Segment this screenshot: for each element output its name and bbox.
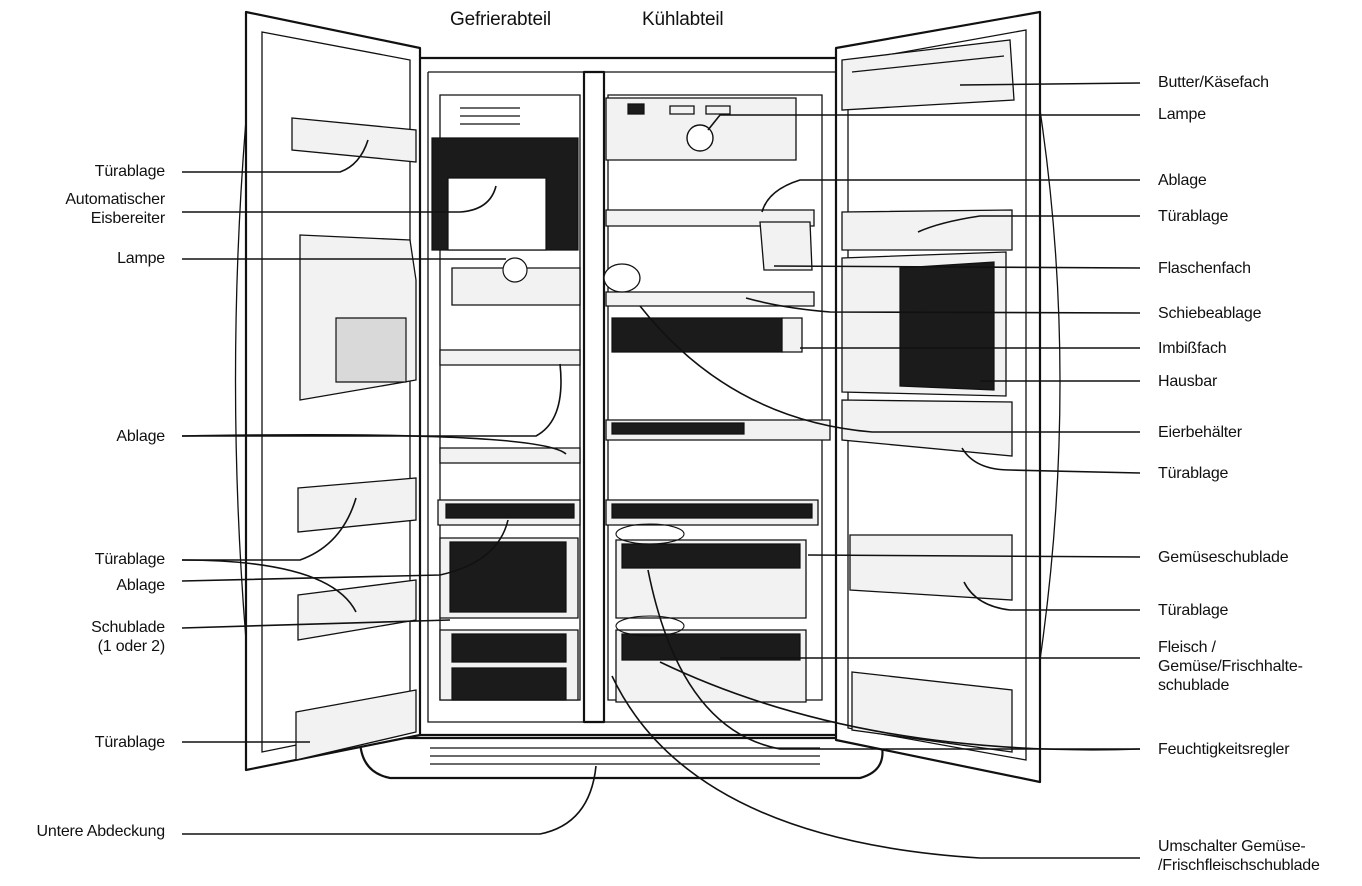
label-door-shelf-1: Türablage	[94, 163, 165, 180]
label-vegetable-drawer: Gemüseschublade	[1158, 549, 1289, 566]
label-door-shelf-3: Türablage	[94, 734, 165, 751]
label-fridge-lamp: Lampe	[1158, 106, 1206, 123]
fridge-compartment-title: Kühlabteil	[642, 9, 724, 30]
freezer-compartment-title: Gefrierabteil	[450, 9, 551, 30]
label-freezer-shelf-2: Ablage	[116, 577, 165, 594]
label-egg-container: Eierbehälter	[1158, 424, 1242, 441]
label-bottom-cover: Untere Abdeckung	[36, 823, 166, 840]
label-fridge-door-shelf-1: Türablage	[1158, 208, 1229, 225]
label-butter-cheese: Butter/Käsefach	[1158, 74, 1269, 91]
label-freezer-lamp: Lampe	[117, 250, 165, 267]
label-sliding-shelf: Schiebeablage	[1158, 305, 1262, 322]
label-fridge-door-shelf-3: Türablage	[1158, 602, 1229, 619]
label-drawer: Schublade (1 oder 2)	[91, 619, 165, 655]
label-fridge-shelf: Ablage	[1158, 172, 1207, 189]
label-bottle-holder: Flaschenfach	[1158, 260, 1251, 277]
label-door-shelf-2: Türablage	[94, 551, 165, 568]
label-fridge-door-shelf-2: Türablage	[1158, 465, 1229, 482]
label-drawer-switch: Umschalter Gemüse- /Frischfleischschubla…	[1158, 838, 1320, 874]
label-meat-veg-drawer: Fleisch / Gemüse/Frischhalte- schublade	[1158, 639, 1303, 694]
label-home-bar: Hausbar	[1158, 373, 1218, 390]
label-freezer-shelf: Ablage	[116, 428, 165, 445]
label-ice-maker: Automatischer Eisbereiter	[65, 191, 165, 227]
label-snack-compartment: Imbißfach	[1158, 340, 1227, 357]
label-humidity-control: Feuchtigkeitsregler	[1158, 741, 1290, 758]
